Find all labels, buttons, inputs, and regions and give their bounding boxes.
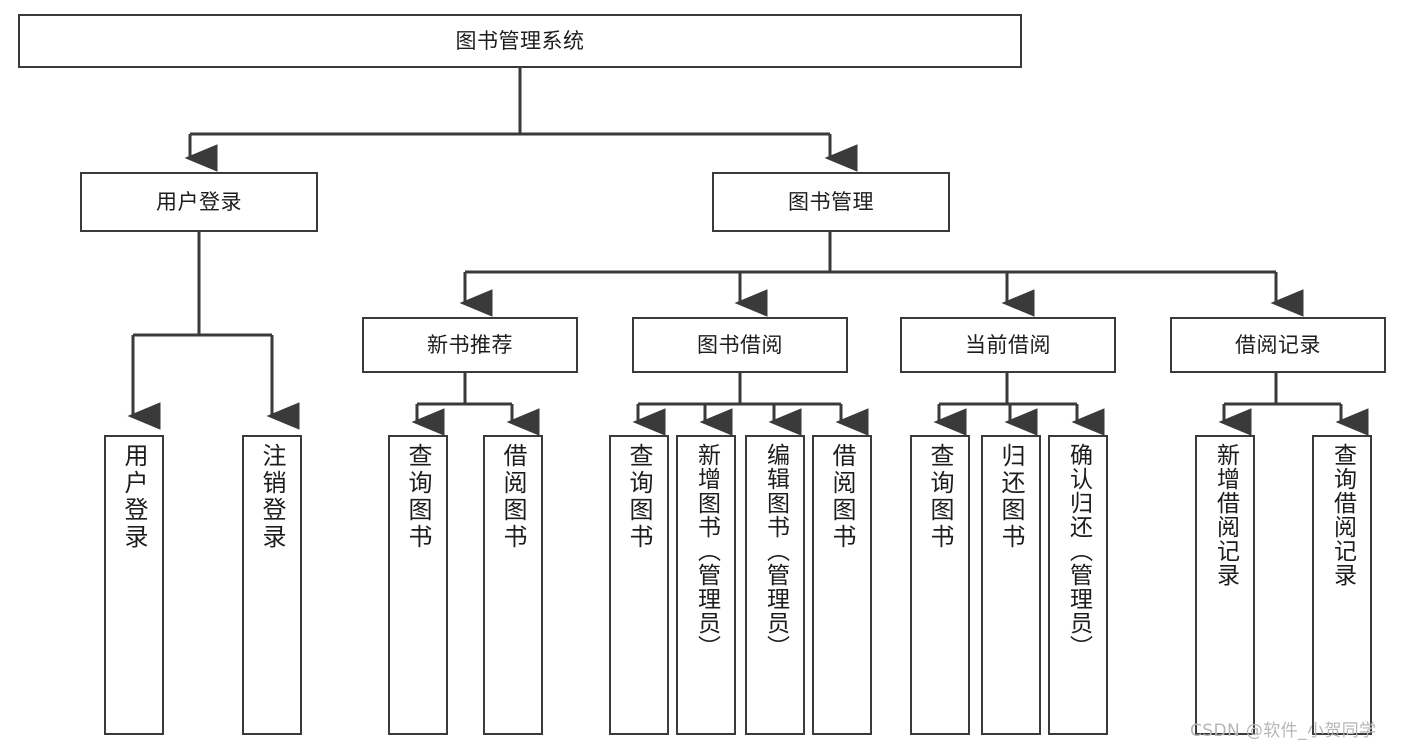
node-leaf-confirm-return[interactable]: 确认归还（管理员）: [1048, 435, 1108, 735]
node-leaf-query-book-1[interactable]: 查询图书: [388, 435, 448, 735]
node-new-book-rec-label: 新书推荐: [427, 332, 513, 357]
node-current-borrow[interactable]: 当前借阅: [900, 317, 1116, 373]
node-book-borrow-label: 图书借阅: [697, 332, 783, 357]
node-leaf-borrow-book-2[interactable]: 借阅图书: [812, 435, 872, 735]
node-leaf-user-login-label: 用户登录: [120, 443, 148, 551]
node-leaf-confirm-return-label: 确认归还（管理员）: [1065, 443, 1092, 659]
node-leaf-add-record-label: 新增借阅记录: [1212, 443, 1239, 587]
node-leaf-user-logout[interactable]: 注销登录: [242, 435, 302, 735]
node-leaf-query-book-3-label: 查询图书: [926, 443, 954, 551]
node-leaf-edit-book-label: 编辑图书（管理员）: [762, 443, 789, 659]
node-leaf-edit-book[interactable]: 编辑图书（管理员）: [745, 435, 805, 735]
node-book-manage[interactable]: 图书管理: [712, 172, 950, 232]
node-leaf-query-book-3[interactable]: 查询图书: [910, 435, 970, 735]
node-current-borrow-record[interactable]: 借阅记录: [1170, 317, 1386, 373]
node-new-book-rec[interactable]: 新书推荐: [362, 317, 578, 373]
csdn-watermark: CSDN @软件_小贺同学: [1190, 721, 1377, 741]
node-user-login[interactable]: 用户登录: [80, 172, 318, 232]
node-book-manage-label: 图书管理: [788, 189, 874, 214]
node-leaf-return-book-label: 归还图书: [997, 443, 1025, 551]
node-borrow-record-label: 借阅记录: [1235, 332, 1321, 357]
node-leaf-return-book[interactable]: 归还图书: [981, 435, 1041, 735]
node-leaf-add-book-label: 新增图书（管理员）: [693, 443, 720, 659]
node-leaf-borrow-book-2-label: 借阅图书: [828, 443, 856, 551]
node-leaf-query-record-label: 查询借阅记录: [1329, 443, 1356, 587]
node-current-borrow-label: 当前借阅: [965, 332, 1051, 357]
node-leaf-borrow-book-1[interactable]: 借阅图书: [483, 435, 543, 735]
node-root[interactable]: 图书管理系统: [18, 14, 1022, 68]
node-leaf-query-book-2-label: 查询图书: [625, 443, 653, 551]
node-leaf-borrow-book-1-label: 借阅图书: [499, 443, 527, 551]
node-root-label: 图书管理系统: [455, 28, 585, 53]
node-user-login-label: 用户登录: [156, 189, 242, 214]
node-book-borrow[interactable]: 图书借阅: [632, 317, 848, 373]
node-leaf-query-record[interactable]: 查询借阅记录: [1312, 435, 1372, 735]
node-leaf-user-login[interactable]: 用户登录: [104, 435, 164, 735]
node-leaf-query-book-2[interactable]: 查询图书: [609, 435, 669, 735]
node-leaf-query-book-1-label: 查询图书: [404, 443, 432, 551]
node-leaf-user-logout-label: 注销登录: [258, 443, 286, 551]
node-leaf-add-book[interactable]: 新增图书（管理员）: [676, 435, 736, 735]
node-leaf-add-record[interactable]: 新增借阅记录: [1195, 435, 1255, 735]
